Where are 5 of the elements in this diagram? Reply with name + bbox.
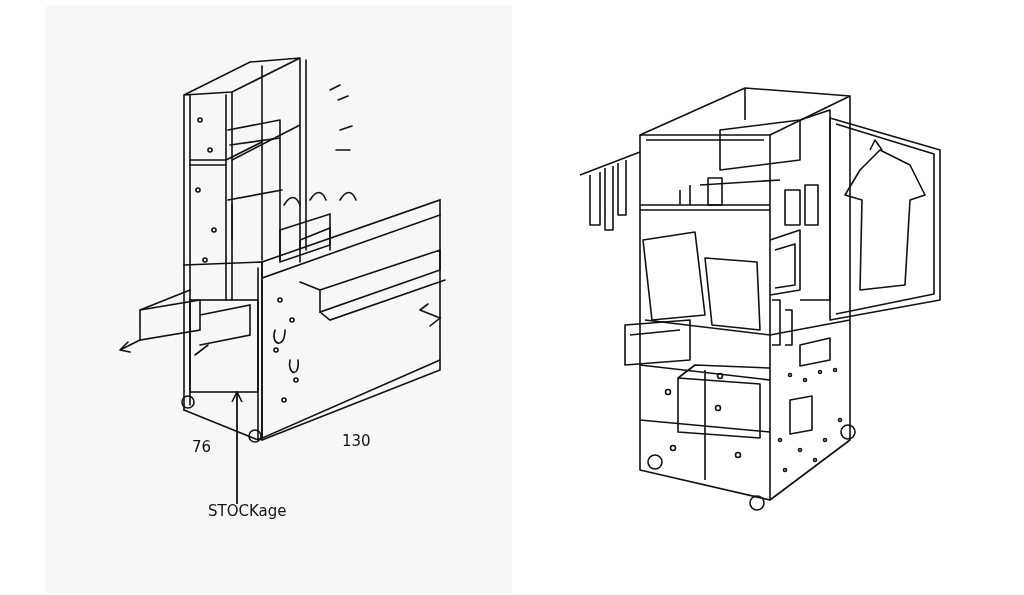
callout-text: STOCKage — [208, 504, 287, 519]
dimension-label: 76 — [192, 440, 212, 455]
dimension-label: 130 — [342, 434, 371, 449]
storage-cabinet — [189, 299, 259, 393]
leader-arrow — [231, 391, 243, 505]
